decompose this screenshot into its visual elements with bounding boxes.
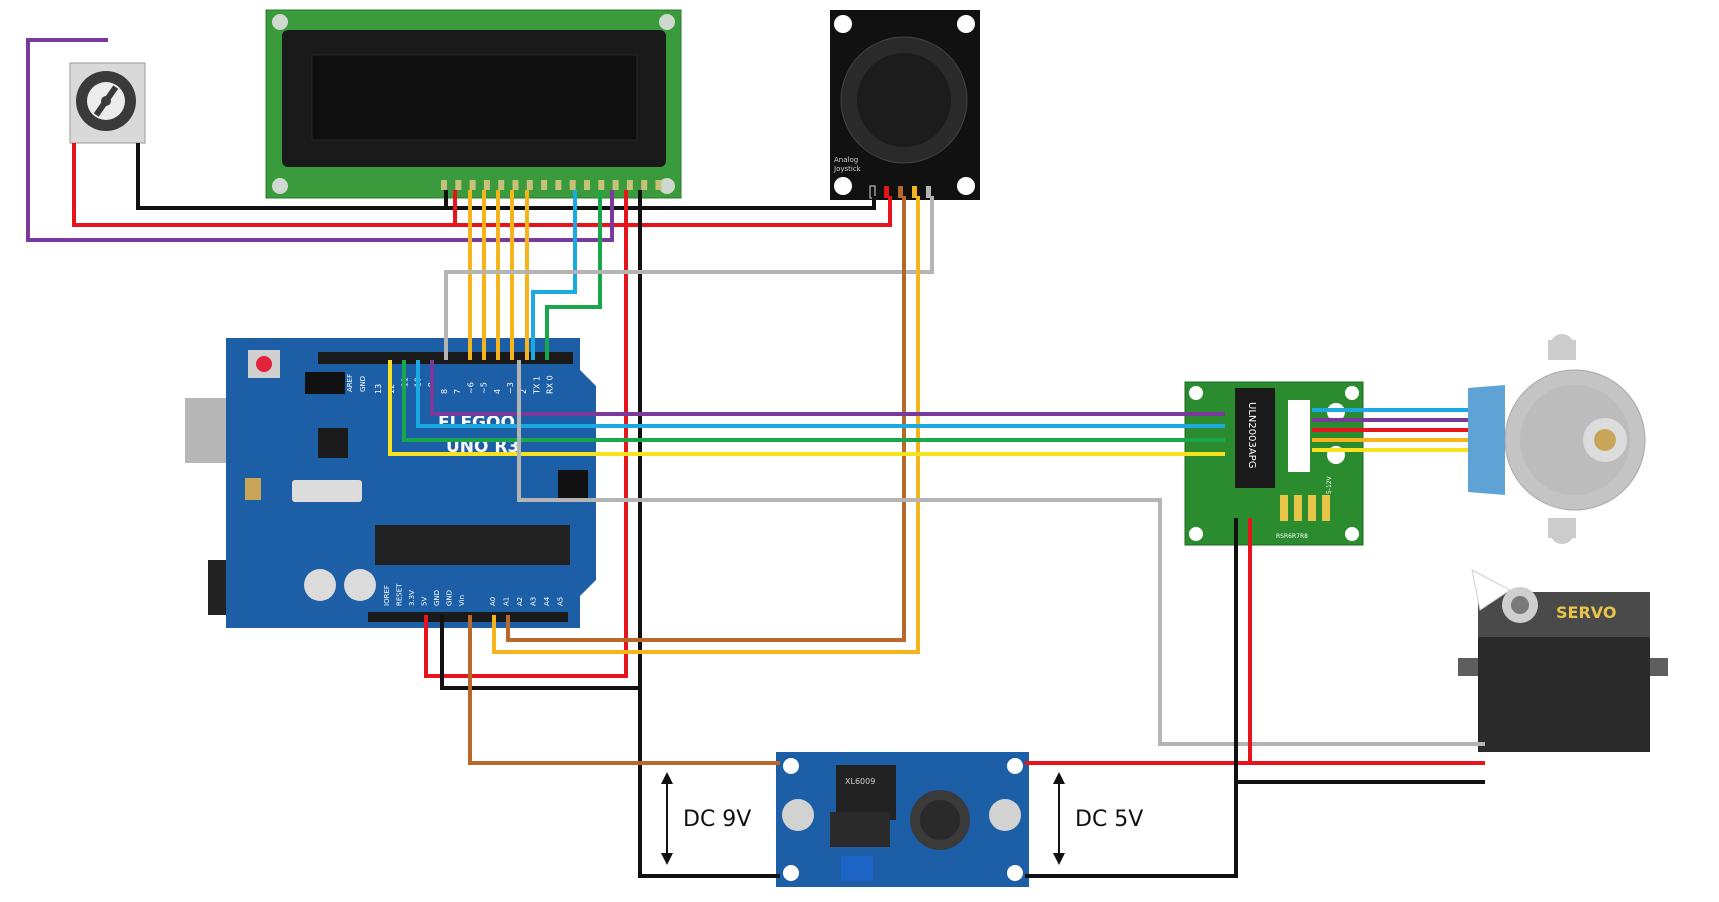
digital-pin-label-5: 8 <box>440 389 449 394</box>
gnd-label: GND <box>359 376 367 392</box>
wire-vin-9v <box>468 615 780 765</box>
input-voltage-label: DC 9V <box>683 807 751 832</box>
digital-pin-label-6: 7 <box>453 389 462 394</box>
wire-5v-main <box>424 190 628 678</box>
output-voltage-label: DC 5V <box>1075 807 1143 832</box>
analog-pin-label-3: A3 <box>530 597 538 606</box>
power-pin-label-5: GND <box>446 590 454 606</box>
digital-pin-label-12: TX 1 <box>532 376 541 395</box>
analog-pin-label-4: A4 <box>543 596 551 606</box>
digital-pin-label-8: ~5 <box>480 382 489 394</box>
servo-motor: SERVO <box>1458 569 1668 752</box>
power-pin-label-1: RESET <box>396 583 404 606</box>
power-pin-label-6: Vin <box>458 595 466 606</box>
wire-lcd-rs <box>531 190 577 360</box>
servo-label: SERVO <box>1556 603 1616 622</box>
analog-pin-label-2: A2 <box>516 597 524 606</box>
wire-lcd-en <box>545 190 602 360</box>
input-voltage-annotation: DC 9V <box>661 772 751 865</box>
wire-in1 <box>430 360 1225 416</box>
aref-label: AREF <box>346 374 354 392</box>
wire-servo-gnd <box>1025 780 1485 878</box>
driver-label-1: 5-12V <box>1326 475 1333 494</box>
wire-in4 <box>388 360 1225 456</box>
wire-pot-wiper <box>26 38 614 242</box>
wire-pot-gnd <box>136 143 448 210</box>
power-pin-label-0: IOREF <box>383 585 391 606</box>
stepper-driver-board: ULN2003APG 5-12V RSR6R7R8 <box>1184 381 1364 546</box>
digital-pin-label-10: ~3 <box>506 382 515 394</box>
digital-pin-label-0: 13 <box>374 384 383 394</box>
wire-lcd-joy-gnd <box>446 196 876 210</box>
analog-pin-label-1: A1 <box>503 597 511 606</box>
wire-gnd-buck-in <box>638 688 780 878</box>
driver-label-2: RSR6R7R8 <box>1276 533 1308 540</box>
wire-in2 <box>416 360 1225 428</box>
wire-in3 <box>402 360 1225 442</box>
driver-chip-label: ULN2003APG <box>1246 402 1257 468</box>
lcd-display <box>265 9 682 199</box>
wire-joy-vrx <box>506 196 906 642</box>
output-voltage-annotation: DC 5V <box>1053 772 1143 865</box>
power-pin-label-3: 5V <box>421 597 429 606</box>
wire-joy-sw <box>444 196 934 360</box>
buck-converter-board: XL6009 <box>776 752 1029 887</box>
power-pin-label-2: 3.3V <box>408 590 416 606</box>
buck-chip-label: XL6009 <box>845 777 875 786</box>
digital-pin-label-11: 2 <box>519 389 528 394</box>
analog-pin-label-5: A5 <box>557 597 565 606</box>
power-pin-label-4: GND <box>433 590 441 606</box>
wire-servo-signal <box>517 360 1485 746</box>
joystick-module: Analog Joystick <box>830 10 980 200</box>
stepper-motor <box>1468 334 1646 544</box>
wires <box>26 38 1485 878</box>
digital-pin-label-7: ~6 <box>466 382 475 394</box>
joystick-label-1: Analog <box>834 156 858 164</box>
joystick-label-2: Joystick <box>833 165 862 173</box>
digital-pin-label-9: 4 <box>493 389 502 394</box>
digital-pin-label-13: RX 0 <box>546 375 555 394</box>
analog-pin-label-0: A0 <box>489 597 497 606</box>
potentiometer <box>69 62 146 144</box>
